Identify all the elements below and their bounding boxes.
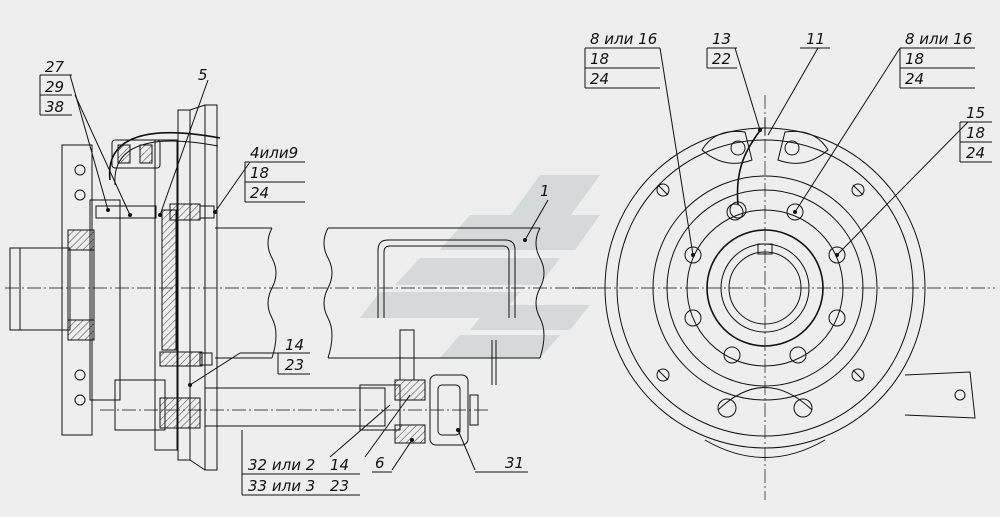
label-11: 11	[806, 30, 825, 48]
callout-13-22: 13 22	[706, 30, 737, 69]
label-24d: 24	[966, 144, 985, 162]
callout-8-18-24-right: 8 или 16 18 24	[899, 30, 975, 89]
label-4or9: 4или9	[250, 144, 298, 162]
callout-32-33: 32 или 2 14 33 или 3 23	[241, 430, 360, 496]
label-6: 6	[375, 454, 385, 472]
label-5: 5	[198, 66, 208, 84]
callout-6: 6	[372, 454, 392, 473]
callout-27-29-38: 27 29 38	[39, 58, 72, 116]
label-18a: 18	[250, 164, 269, 182]
label-22: 22	[712, 50, 731, 68]
label-24b: 24	[590, 70, 609, 88]
label-24c: 24	[905, 70, 924, 88]
callout-15-18-24: 15 18 24	[959, 104, 992, 163]
label-32or2: 32 или 2	[248, 456, 315, 474]
label-8or16a: 8 или 16	[590, 30, 657, 48]
callout-31: 31	[475, 454, 528, 473]
watermark-logo	[360, 175, 600, 358]
leader-lines	[69, 47, 969, 471]
label-23a: 23	[285, 356, 304, 374]
callout-14-23: 14 23	[240, 336, 310, 375]
label-24a: 24	[250, 184, 269, 202]
label-8or16b: 8 или 16	[905, 30, 972, 48]
label-27: 27	[45, 58, 65, 76]
label-33or3: 33 или 3	[248, 477, 315, 495]
side-section-view	[5, 104, 600, 471]
label-1: 1	[540, 182, 550, 200]
front-face-view	[575, 95, 995, 500]
label-18c: 18	[905, 50, 924, 68]
label-14b: 14	[330, 456, 349, 474]
label-18b: 18	[590, 50, 609, 68]
flange-bolts	[684, 203, 846, 364]
callout-4-18-24: 4или9 18 24	[244, 144, 305, 203]
callout-8-18-24-left: 8 или 16 18 24	[584, 30, 660, 89]
callout-11: 11	[800, 30, 830, 49]
label-38: 38	[45, 98, 64, 116]
label-13: 13	[712, 30, 731, 48]
label-29: 29	[45, 78, 64, 96]
label-14a: 14	[285, 336, 304, 354]
label-18d: 18	[966, 124, 985, 142]
label-31: 31	[505, 454, 524, 472]
label-23b: 23	[330, 477, 349, 495]
label-15: 15	[966, 104, 985, 122]
